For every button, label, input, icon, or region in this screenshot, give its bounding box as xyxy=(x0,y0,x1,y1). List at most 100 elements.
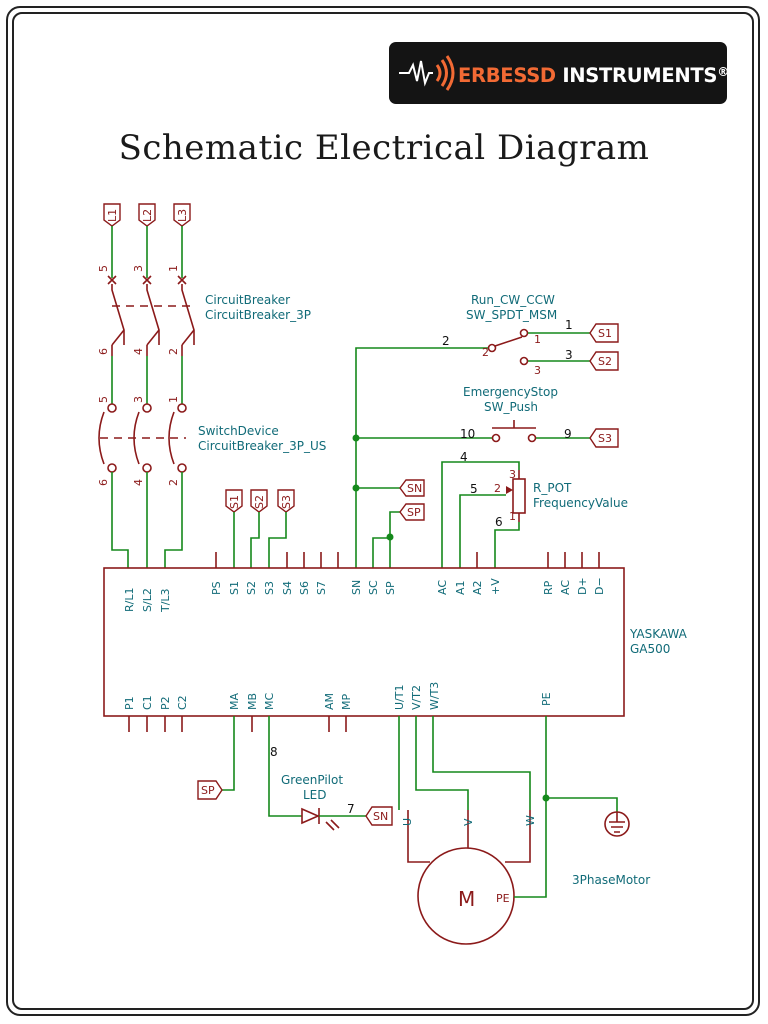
breaker-name: CircuitBreaker xyxy=(205,293,290,307)
breaker-out-wires xyxy=(111,356,183,404)
pe-wire xyxy=(514,716,618,898)
svg-text:V/T2: V/T2 xyxy=(410,685,423,710)
inner-border xyxy=(12,12,754,1010)
svg-text:S3: S3 xyxy=(263,581,276,595)
supply-label-l2: L2 xyxy=(138,203,156,227)
net-label-s3-top: S3 xyxy=(277,489,295,513)
svg-text:9: 9 xyxy=(564,427,572,441)
svg-text:L3: L3 xyxy=(176,209,189,222)
svg-text:PS: PS xyxy=(210,581,223,595)
drive-supply-wires xyxy=(111,472,183,568)
svg-text:S/L2: S/L2 xyxy=(141,588,154,612)
svg-text:PE: PE xyxy=(496,892,510,905)
svg-text:W/T3: W/T3 xyxy=(428,682,441,710)
svg-text:T/L3: T/L3 xyxy=(159,588,172,613)
brand-name-part2: INSTRUMENTS xyxy=(555,64,718,87)
svg-text:3: 3 xyxy=(565,348,573,362)
svg-text:4: 4 xyxy=(132,479,145,486)
svg-text:A1: A1 xyxy=(454,580,467,595)
svg-text:V: V xyxy=(462,818,475,826)
svg-text:2: 2 xyxy=(482,346,489,359)
brand-name-part1: ERBESSD xyxy=(458,64,556,87)
svg-text:5: 5 xyxy=(470,482,478,496)
mc-wire xyxy=(268,716,302,817)
motor: M PE 3PhaseMotor xyxy=(417,847,650,945)
svg-text:1: 1 xyxy=(534,333,541,346)
run-switch: 2 1 3 Run_CW_CCW SW_SPDT_MSM xyxy=(466,293,590,377)
svg-text:SP: SP xyxy=(407,506,421,519)
page-title: Schematic Electrical Diagram xyxy=(118,128,650,168)
drive-block xyxy=(103,567,625,717)
svg-text:S6: S6 xyxy=(298,581,311,595)
svg-text:W: W xyxy=(524,815,537,826)
ground-icon xyxy=(604,811,630,837)
motor-leads xyxy=(407,810,531,863)
svg-text:D+: D+ xyxy=(576,577,589,595)
svg-text:R/L1: R/L1 xyxy=(123,588,136,612)
svg-text:2: 2 xyxy=(494,482,501,495)
net-label-s1-top: S1 xyxy=(225,489,243,513)
svg-text:S2: S2 xyxy=(245,581,258,595)
brand-logo xyxy=(389,42,727,104)
signal-wave-icon xyxy=(399,55,455,91)
svg-text:1: 1 xyxy=(565,318,573,332)
svg-text:3: 3 xyxy=(534,364,541,377)
svg-text:SN: SN xyxy=(350,580,363,595)
led-type: LED xyxy=(303,788,327,802)
switch-device: 5 3 1 6 4 2 SwitchDevice CircuitBreaker_… xyxy=(97,396,326,486)
svg-text:AC: AC xyxy=(436,580,449,595)
svg-text:2: 2 xyxy=(167,348,180,355)
svg-text:3: 3 xyxy=(132,396,145,403)
svg-text:C1: C1 xyxy=(141,695,154,710)
svg-text:1: 1 xyxy=(167,396,180,403)
supply-label-l3: L3 xyxy=(173,203,191,227)
net-label-sn-mid: SN xyxy=(399,479,425,497)
svg-text:MB: MB xyxy=(246,693,259,710)
bottom-pin-stubs xyxy=(128,716,347,732)
emergency-stop: EmergencyStop SW_Push xyxy=(463,385,590,443)
svg-text:MA: MA xyxy=(228,693,241,710)
svg-text:3: 3 xyxy=(509,468,516,481)
pot-wire-5 xyxy=(459,494,506,568)
pot-wire-6 xyxy=(494,522,520,568)
led-name: GreenPilot xyxy=(281,773,343,787)
estop-name: EmergencyStop xyxy=(463,385,558,399)
svg-text:S3: S3 xyxy=(598,432,612,445)
svg-text:MC: MC xyxy=(263,693,276,710)
svg-text:5: 5 xyxy=(97,265,110,272)
pot-type: FrequencyValue xyxy=(533,496,628,510)
svg-text:C2: C2 xyxy=(176,695,189,710)
net-label-sp-mid: SP xyxy=(399,503,425,521)
drive-bottom-pin-labels: P1 C1 P2 C2 MA MB MC AM MP U/T1 V/T2 W/T… xyxy=(123,682,553,710)
sn-bus-wire xyxy=(355,347,488,568)
drive-name: YASKAWA xyxy=(629,627,688,641)
motor-name: 3PhaseMotor xyxy=(572,873,650,887)
svg-text:A2: A2 xyxy=(471,580,484,595)
motor-wires xyxy=(398,716,531,810)
svg-text:8: 8 xyxy=(270,745,278,759)
svg-text:S1: S1 xyxy=(228,581,241,595)
svg-text:+V: +V xyxy=(489,578,502,595)
svg-text:SC: SC xyxy=(367,580,380,595)
net-label-s1-right: S1 xyxy=(589,323,619,343)
svg-text:U/T1: U/T1 xyxy=(393,685,406,710)
net-label-sp-bottom: SP xyxy=(197,780,223,800)
svg-text:6: 6 xyxy=(97,479,110,486)
svg-text:RP: RP xyxy=(542,580,555,595)
svg-text:1: 1 xyxy=(167,265,180,272)
svg-text:7: 7 xyxy=(347,802,355,816)
drive-model: GA500 xyxy=(630,642,670,656)
ma-wire xyxy=(222,716,235,791)
svg-text:4: 4 xyxy=(132,348,145,355)
switch-device-type: CircuitBreaker_3P_US xyxy=(198,439,326,453)
svg-text:3: 3 xyxy=(132,265,145,272)
svg-text:L2: L2 xyxy=(141,209,154,222)
svg-text:S7: S7 xyxy=(315,581,328,595)
svg-text:4: 4 xyxy=(460,450,468,464)
svg-text:AM: AM xyxy=(323,693,336,710)
svg-text:P2: P2 xyxy=(159,696,172,710)
brand-name: ERBESSD INSTRUMENTS® xyxy=(458,58,729,90)
svg-text:D−: D− xyxy=(593,577,606,595)
svg-text:SP: SP xyxy=(201,784,215,797)
circuit-breaker: 5 3 1 6 4 2 CircuitBreaker CircuitBreake… xyxy=(97,265,311,356)
